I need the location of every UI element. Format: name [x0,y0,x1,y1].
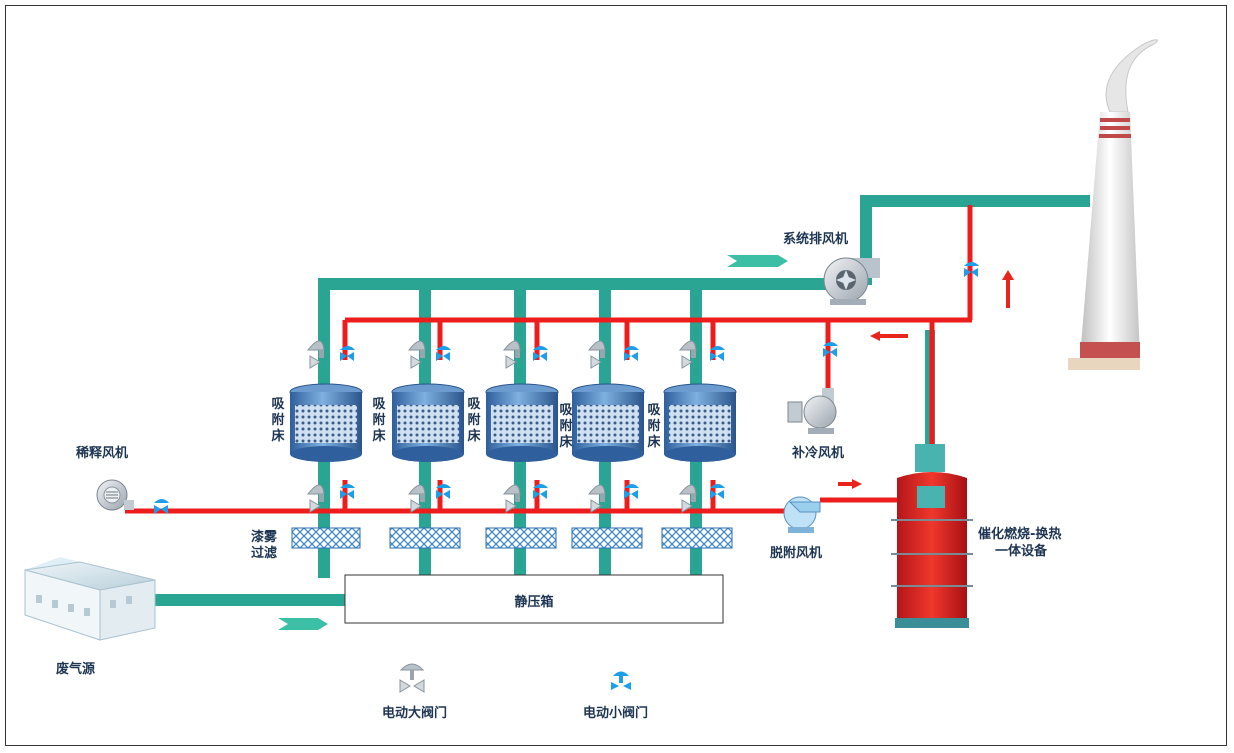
adsorption-bed-3 [485,383,559,462]
large-valve-icon-bottom-4[interactable] [587,484,606,513]
dilution-fan-label: 稀释风机 [76,446,129,461]
large-valve-icon-bottom-2[interactable] [407,484,426,513]
large-valve-icon-top-3[interactable] [502,340,521,369]
chimney [1068,39,1158,370]
small-valve-icon-top-3[interactable] [533,346,548,361]
large-valve-icon-bottom-5[interactable] [678,484,697,513]
small-valve-legend-label: 电动小阀门 [583,706,649,721]
adsorption-bed-label-4: 吸附床 [559,403,573,450]
large-valve-icon-top-2[interactable] [407,340,426,369]
desorption-fan-icon[interactable] [783,496,821,533]
adsorption-bed-4 [571,383,645,462]
paint-mist-filter-2 [389,527,461,549]
large-valve-legend-label: 电动大阀门 [382,706,448,721]
large-valve-icon-bottom-3[interactable] [502,484,521,513]
large-valve-icon-top-5[interactable] [678,340,697,369]
valve-layer [154,262,979,514]
flow-arrow-red-right [838,479,862,489]
paint-mist-filter-label-line2: 过滤 [251,546,278,561]
static-pressure-box [344,574,724,624]
waste-gas-source-label: 废气源 [56,662,96,677]
large-valve-icon-top-1[interactable] [306,340,325,369]
flow-arrow-green-1 [727,255,788,267]
large-valve-legend-icon [399,663,425,693]
adsorption-bed-5 [663,383,737,462]
flow-arrow-red-left [870,331,908,341]
adsorption-bed-label-2: 吸附床 [372,397,386,444]
paint-mist-filter-label-line1: 漆雾 [251,530,278,545]
adsorption-bed-label-5: 吸附床 [647,403,661,450]
cooling-fan-icon[interactable] [787,388,837,434]
flow-arrow-red-up [1002,270,1014,308]
diagram-frame [5,5,1227,746]
small-valve-icon-top-2[interactable] [436,346,451,361]
waste-gas-source-building [24,557,156,641]
cooling-fan-label: 补冷风机 [792,446,845,461]
adsorption-bed-1 [289,383,363,462]
paint-mist-filter-1 [291,527,361,549]
small-valve-icon-top-4[interactable] [624,346,639,361]
adsorption-bed-2 [391,383,465,462]
catalytic-combustion-unit [891,444,973,628]
paint-mist-filter-5 [661,527,733,549]
small-valve-icon-cooling[interactable] [823,342,838,357]
small-valve-icon-exhaust-bypass[interactable] [964,262,979,277]
adsorption-bed-label-1: 吸附床 [271,397,285,444]
small-valve-icon-bottom-3[interactable] [533,484,548,499]
desorption-fan-label: 脱附风机 [770,546,823,561]
paint-mist-filter-3 [485,527,557,549]
small-valve-icon-bottom-2[interactable] [436,484,451,499]
large-valve-icon-bottom-1[interactable] [306,484,325,513]
flow-arrow-green-2 [278,618,328,630]
large-valve-icon-top-4[interactable] [587,340,606,369]
dilution-fan-icon[interactable] [96,479,134,511]
small-valve-icon-bottom-1[interactable] [340,484,355,499]
small-valve-icon-bottom-5[interactable] [710,484,725,499]
adsorption-bed-label-3: 吸附床 [467,397,481,444]
system-exhaust-fan-label: 系统排风机 [783,232,849,247]
system-exhaust-fan-icon[interactable] [823,257,880,305]
catalytic-unit-label-line1: 催化燃烧-换热 [978,527,1062,542]
hot-pipe-network [125,205,973,514]
paint-mist-filter-4 [571,527,643,549]
small-valve-legend-icon [611,671,631,690]
small-valve-icon-top-1[interactable] [340,346,355,361]
static-pressure-box-label: 静压箱 [514,595,554,610]
catalytic-unit-label-line2: 一体设备 [995,544,1048,559]
small-valve-icon-top-5[interactable] [710,346,725,361]
small-valve-icon-dilution[interactable] [154,499,169,514]
small-valve-icon-bottom-4[interactable] [624,484,639,499]
